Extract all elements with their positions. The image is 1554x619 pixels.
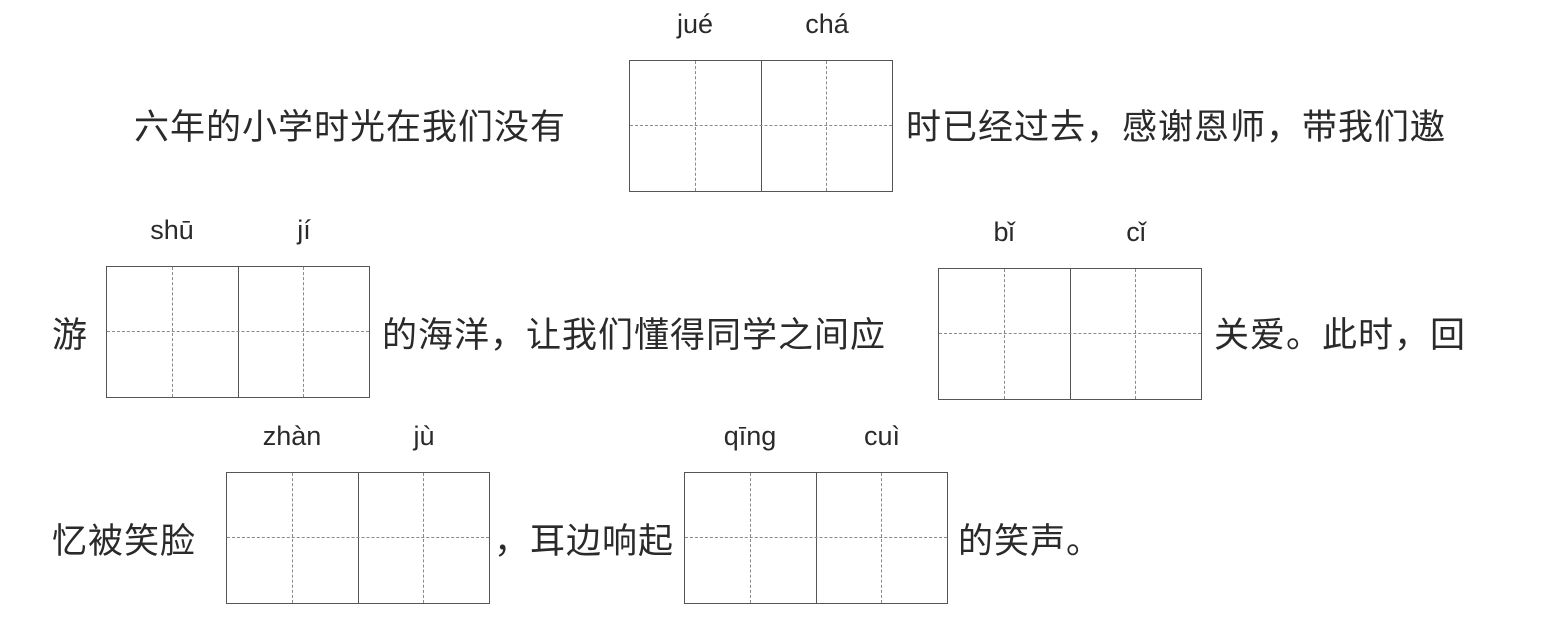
text-segment: 时已经过去，感谢恩师，带我们遨 — [906, 108, 1447, 148]
pinyin-row: shū jí — [106, 210, 370, 250]
text-segment: 关爱。此时，回 — [1214, 316, 1467, 356]
text-segment: 的海洋，让我们懂得同学之间应 — [382, 316, 887, 356]
character-writing-grid[interactable] — [938, 268, 1202, 400]
text-segment: ，耳边响起 — [494, 522, 675, 562]
pinyin-label: jué — [676, 9, 714, 39]
pinyin-label: chá — [805, 9, 849, 39]
pinyin-row: zhàn jù — [226, 416, 490, 456]
pinyin-label: cǐ — [1126, 217, 1146, 247]
pinyin-label: zhàn — [262, 421, 322, 451]
pinyin-label: bǐ — [993, 217, 1015, 247]
pinyin-row: qīng cuì — [684, 416, 948, 456]
text-segment: 游 — [52, 316, 89, 356]
sentence-line-3: 忆被笑脸 zhàn jù ，耳边响起 qīng cuì 的笑声。 — [0, 412, 1554, 612]
pinyin-label: shū — [150, 215, 194, 245]
character-writing-grid[interactable] — [684, 472, 948, 604]
text-segment: 忆被笑脸 — [52, 522, 197, 562]
pinyin-row: jué chá — [629, 4, 893, 44]
character-writing-grid[interactable] — [629, 60, 893, 192]
sentence-line-2: 游 shū jí 的海洋，让我们懂得同学之间应 bǐ cǐ 关爱。此时，回 — [0, 206, 1554, 406]
sentence-line-1: 六年的小学时光在我们没有 jué chá 时已经过去，感谢恩师，带我们遨 — [0, 0, 1554, 200]
pinyin-label: jù — [413, 421, 435, 451]
pinyin-label: jí — [297, 215, 311, 245]
character-writing-grid[interactable] — [226, 472, 490, 604]
pinyin-label: qīng — [723, 421, 777, 451]
pinyin-row: bǐ cǐ — [938, 212, 1202, 252]
character-writing-grid[interactable] — [106, 266, 370, 398]
pinyin-label: cuì — [863, 421, 901, 451]
text-segment: 的笑声。 — [958, 522, 1103, 562]
text-segment: 六年的小学时光在我们没有 — [134, 108, 567, 148]
